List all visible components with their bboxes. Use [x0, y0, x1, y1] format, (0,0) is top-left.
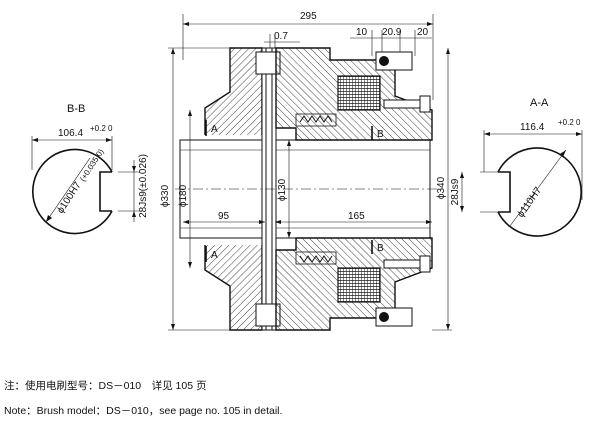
marker-b-top: B: [377, 129, 384, 140]
aa-width-dim: 116.4: [520, 122, 545, 133]
assembly-view: 295 0.7 10 20.9 20: [160, 11, 464, 331]
len-95-dim: 95: [218, 211, 230, 222]
note-english: Note：Brush model：DS－010，see page no. 105…: [4, 405, 283, 417]
overall-length-dim: 295: [300, 11, 317, 22]
bb-bore-dim: ϕ100H7: [55, 180, 84, 216]
marker-b-bottom: B: [377, 243, 384, 254]
dim-20: 20: [417, 27, 429, 38]
dim-10: 10: [356, 27, 368, 38]
note-chinese: 注：使用电刷型号：DS－010 详见 105 页: [4, 380, 207, 392]
dia-130-dim: ϕ130: [277, 178, 288, 201]
len-165-dim: 165: [348, 211, 365, 222]
marker-a-top: A: [211, 124, 218, 135]
dia-340-dim: ϕ340: [436, 176, 447, 199]
gap-dim: 0.7: [274, 31, 288, 42]
bb-width-dim: 106.4: [58, 128, 83, 139]
coil-upper: [337, 75, 381, 111]
bb-width-tol: +0.2 0: [90, 124, 113, 133]
key-right-dim: 28Js9: [450, 178, 461, 205]
dim-20-9: 20.9: [382, 27, 402, 38]
coil-lower: [337, 267, 381, 303]
dia-330-dim: ϕ330: [160, 184, 171, 207]
aa-profile: [497, 147, 582, 237]
bb-key-dim: 28Js9(±0.026): [138, 154, 149, 218]
bb-profile: [32, 148, 113, 235]
section-aa-title: A-A: [530, 97, 549, 109]
dia-180-dim: ϕ180: [178, 184, 189, 207]
aa-bore-dim: ϕ110H7: [515, 185, 544, 220]
marker-a-bottom: A: [211, 250, 218, 261]
section-bb: B-B 106.4 +0.2 0 28Js9(±0.026) ϕ100H7 (+…: [31, 103, 149, 235]
aa-width-tol: +0.2 0: [558, 118, 581, 127]
section-aa: A-A 116.4 +0.2 0 ϕ110H7: [480, 97, 583, 237]
section-bb-title: B-B: [67, 103, 85, 115]
